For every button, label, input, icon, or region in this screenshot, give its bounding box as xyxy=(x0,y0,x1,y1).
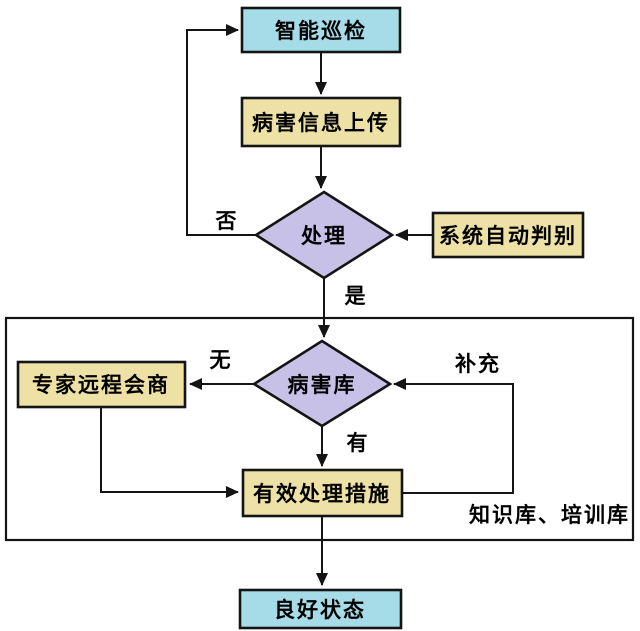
edge-label-yes: 是 xyxy=(345,284,368,308)
node-handle-decision-label: 处理 xyxy=(300,224,347,248)
node-disease-info-upload-label: 病害信息上传 xyxy=(252,111,390,135)
node-intelligent-inspection xyxy=(240,6,402,54)
node-system-auto-judgment-label: 系统自动判别 xyxy=(439,224,577,248)
edge-label-have: 有 xyxy=(347,431,370,455)
edge-decision-no-loop xyxy=(186,24,256,236)
node-good-condition xyxy=(238,588,403,630)
edge-label-supplement: 补充 xyxy=(454,352,501,376)
edge-measures-supplement-to-library xyxy=(393,378,514,494)
node-expert-remote-consultation-label: 专家远程会商 xyxy=(32,373,170,397)
edge-label-none: 无 xyxy=(210,348,233,372)
knowledge-base-container-label: 知识库、培训库 xyxy=(469,503,630,527)
node-good-condition-label: 良好状态 xyxy=(274,598,366,622)
node-effective-measures-label: 有效处理措施 xyxy=(253,482,391,506)
knowledge-base-container xyxy=(4,316,635,542)
node-disease-library-label: 病害库 xyxy=(288,373,357,397)
node-effective-measures xyxy=(241,468,404,518)
node-expert-remote-consultation xyxy=(16,360,187,409)
node-disease-library-diamond xyxy=(251,339,393,428)
edge-expert-to-measures xyxy=(100,407,239,498)
node-disease-info-upload xyxy=(240,96,402,148)
node-system-auto-judgment xyxy=(431,211,585,259)
edge-label-no: 否 xyxy=(216,209,239,233)
node-handle-decision-diamond xyxy=(253,190,395,280)
node-intelligent-inspection-label: 智能巡检 xyxy=(275,19,367,43)
